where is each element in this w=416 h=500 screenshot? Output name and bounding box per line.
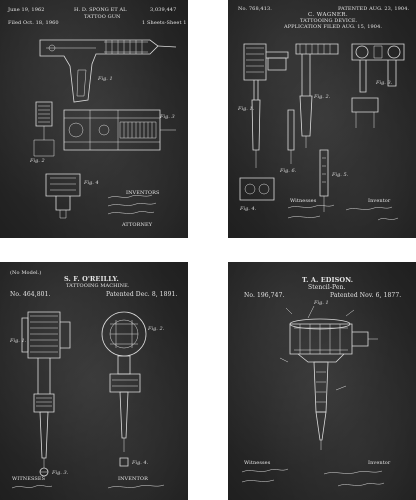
inventor-label: Inventor [368,460,391,466]
patent-date: PATENTED AUG. 23, 1904. [338,6,410,12]
svg-text:Fig. 3.: Fig. 3. [375,80,393,86]
svg-text:Fig. 4.: Fig. 4. [131,460,149,466]
patent-date: Patented Nov. 6, 1877. [330,292,402,299]
stencil-pen-drawing: Fig. 1 [241,300,385,487]
svg-text:Fig. 2: Fig. 2 [29,158,45,164]
svg-text:Fig. 1.: Fig. 1. [237,106,255,112]
svg-text:Fig. 3.: Fig. 3. [51,470,69,476]
patent-inventor: C. WAGNER. [308,12,348,18]
patent-print-edison-stencil-pen: T. A. EDISON. Stencil-Pen. No. 196,747. … [228,262,416,500]
tattoo-gun-drawing: Fig. 1 Fig. 2 Fig. 3 Fig. 4 [29,39,177,219]
patent-inventor: H. D. SPONG ET AL [74,7,127,13]
patent-print-spong-tattoo-gun: June 19, 1962 H. D. SPONG ET AL 3,039,44… [0,0,188,238]
svg-text:Fig. 4.: Fig. 4. [239,206,257,212]
patent-number: No. 464,801. [10,291,51,298]
tattooing-machine-drawing: Fig. 1. Fig. 2. Fig. 3. Fig. 4. [9,311,165,489]
patent-number: No. 768,413. [238,6,272,12]
patent-number: No. 196,747. [244,292,285,299]
witnesses-label: Witnesses [290,198,317,204]
patent-subtitle: TATTOOING MACHINE. [66,283,130,289]
tattooing-device-drawing: Fig. 1. Fig. 2. Fig. 3. Fig. 4. Fig. 5. … [237,43,405,221]
svg-text:Fig. 1: Fig. 1 [97,76,113,82]
patent-inventor: T. A. EDISON. [302,276,354,284]
patent-print-oreilly-tattooing-machine: (No Model.) S. F. O'REILLY. TATTOOING MA… [0,262,188,500]
svg-text:Fig. 5.: Fig. 5. [331,172,349,178]
svg-text:Fig. 3: Fig. 3 [159,114,175,120]
svg-text:Fig. 1: Fig. 1 [313,300,329,306]
svg-text:Fig. 1.: Fig. 1. [9,338,27,344]
attorney-label: ATTORNEY [122,222,153,228]
patent-number: 3,039,447 [150,7,177,13]
svg-text:Fig. 6.: Fig. 6. [279,168,297,174]
patent-application: APPLICATION FILED AUG. 15, 1904. [284,24,383,30]
svg-text:Fig. 2.: Fig. 2. [313,94,331,100]
inventor-label: INVENTOR [118,476,148,482]
patent-print-wagner-tattooing-device: No. 768,413. PATENTED AUG. 23, 1904. C. … [228,0,416,238]
patent-date: June 19, 1962 [8,7,45,13]
patent-model: (No Model.) [10,270,42,276]
witnesses-label: Witnesses [244,460,271,466]
witnesses-label: WITNESSES [12,476,46,482]
patent-filed: Filed Oct. 18, 1960 [8,20,59,26]
patent-date: Patented Dec. 8, 1891. [106,291,178,298]
patent-sheets: 1 Sheets-Sheet 1 [142,20,187,26]
svg-text:Fig. 4: Fig. 4 [83,180,99,186]
inventors-label: INVENTORS [126,190,160,196]
patent-subtitle: TATTOOING DEVICE. [300,18,358,24]
svg-text:Fig. 2.: Fig. 2. [147,326,165,332]
patent-subtitle: Stencil-Pen. [308,284,346,291]
inventor-label: Inventor [368,198,391,204]
patent-subtitle: TATTOO GUN [84,14,121,20]
patent-inventor: S. F. O'REILLY. [64,275,119,283]
